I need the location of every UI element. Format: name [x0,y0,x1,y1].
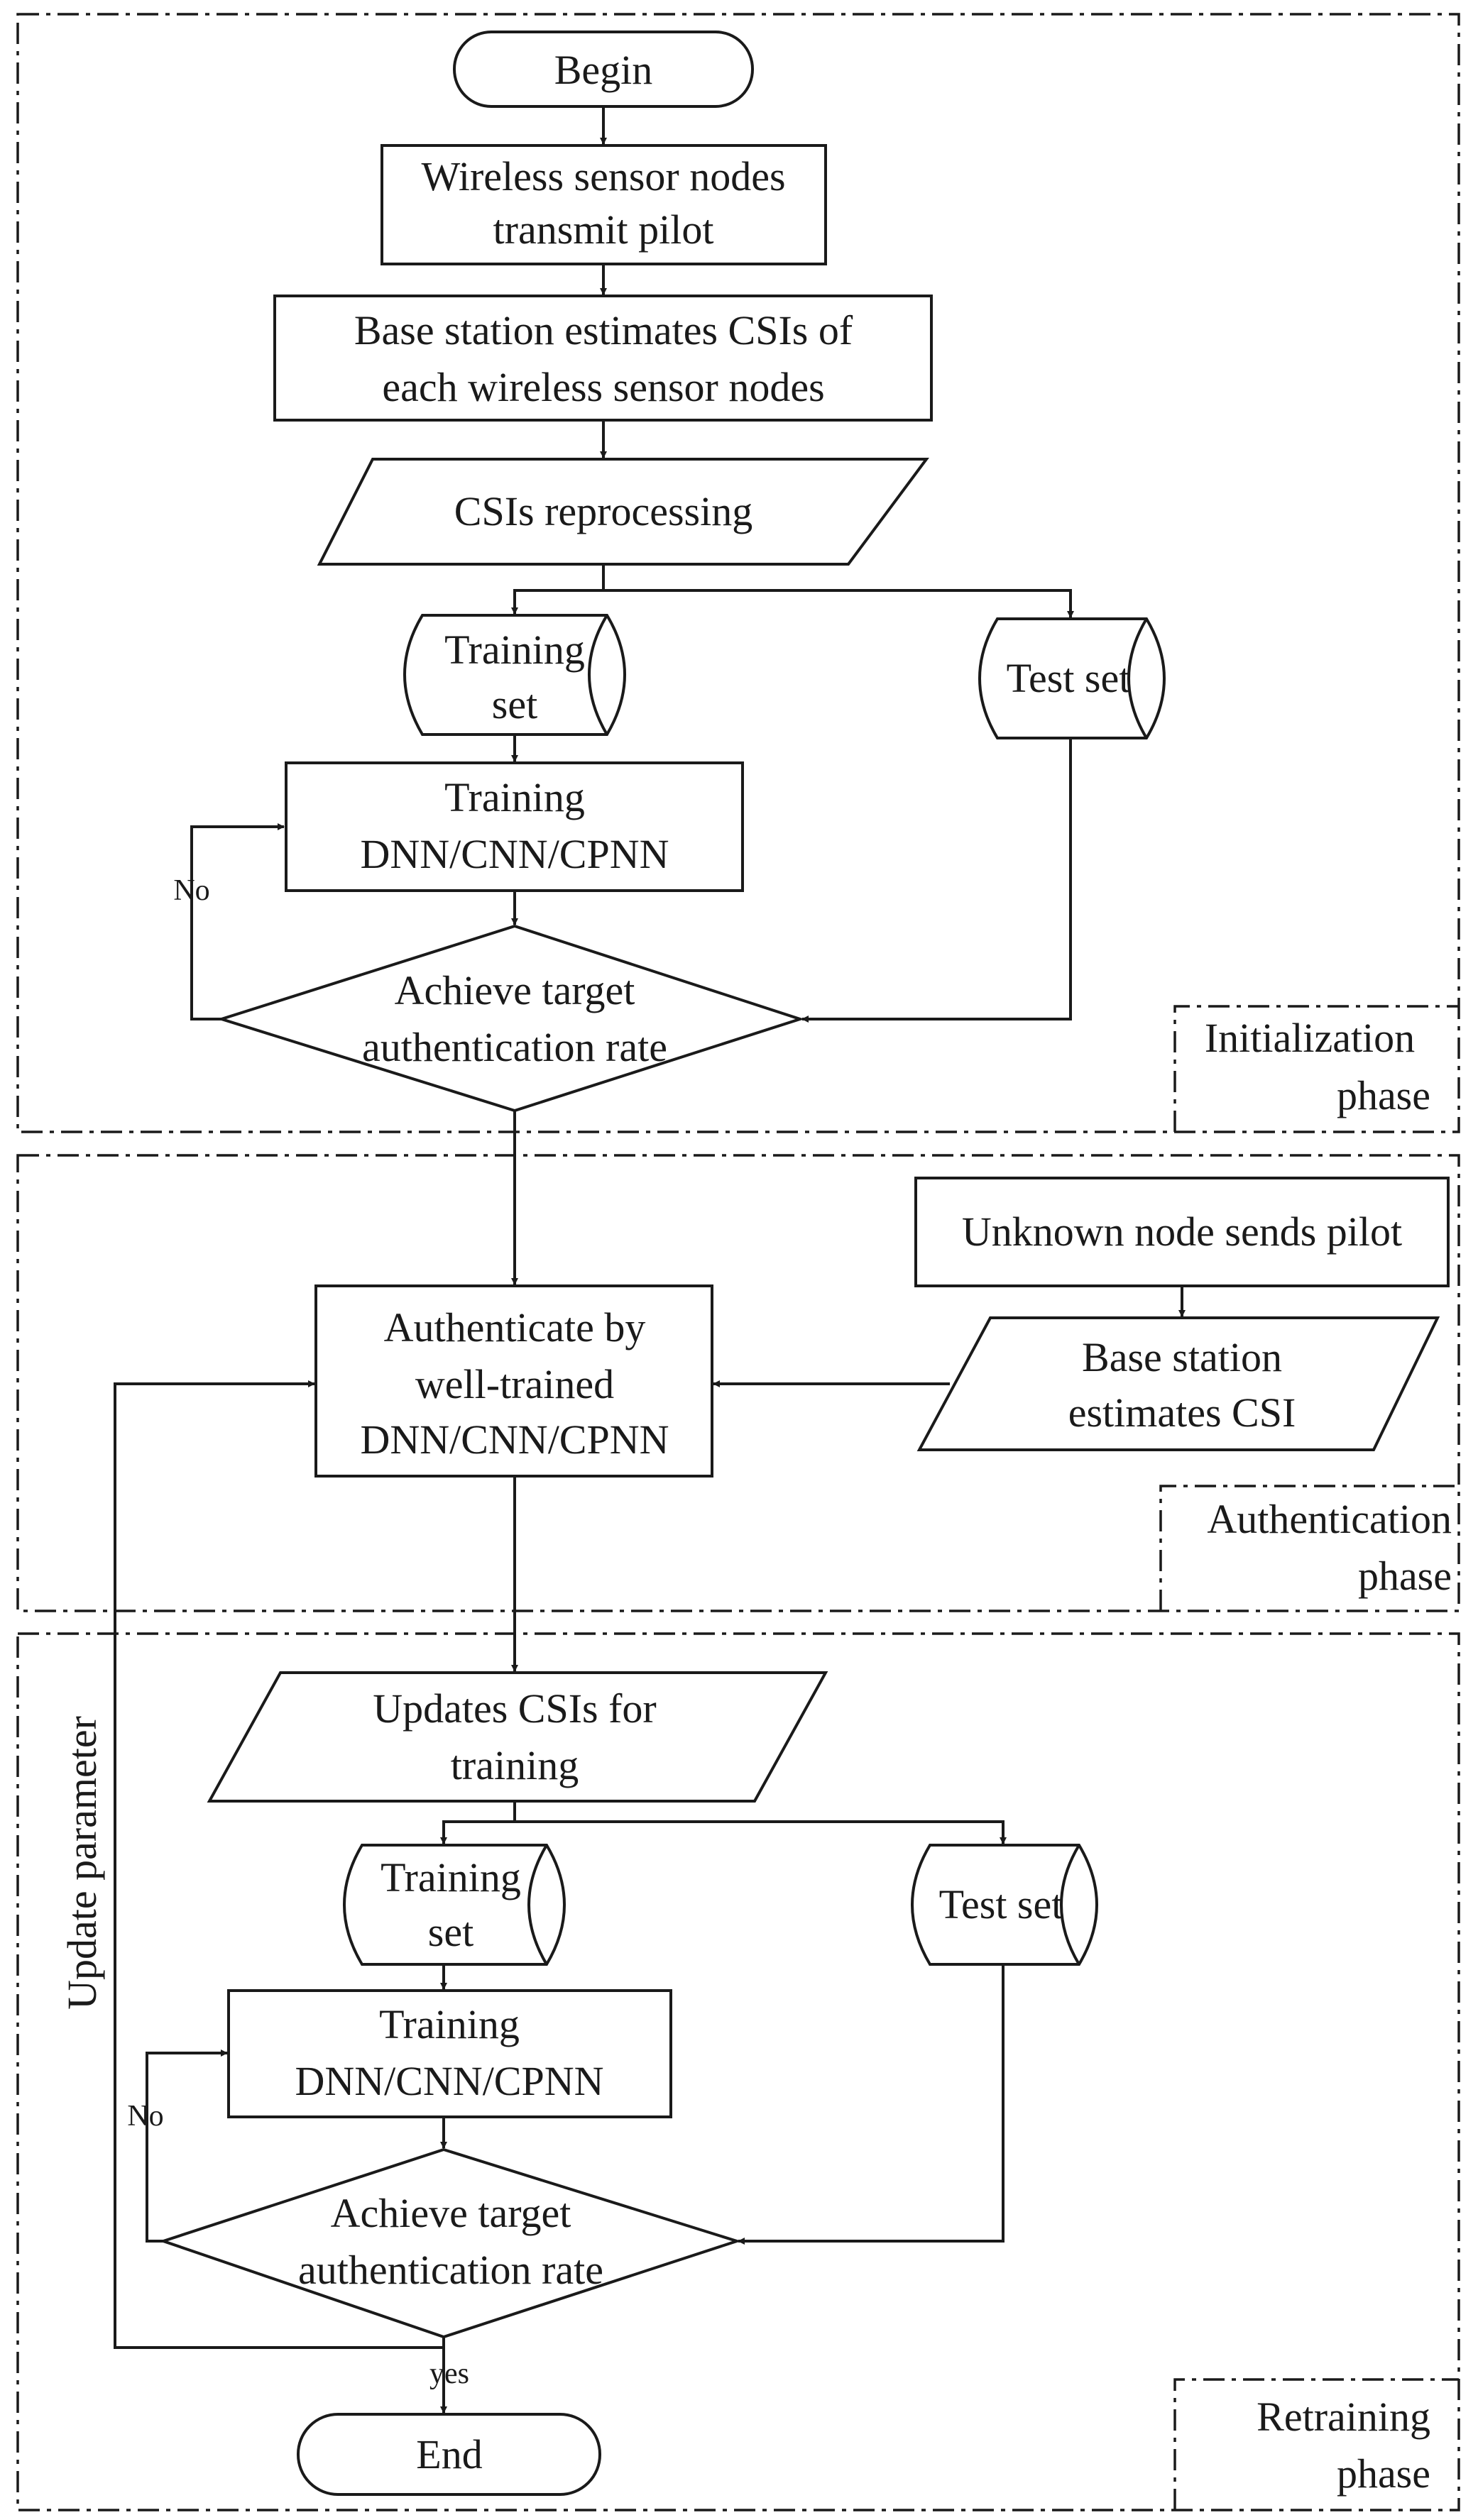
svg-text:CSIs reprocessing: CSIs reprocessing [454,488,752,534]
svg-text:Base station estimates CSIs of: Base station estimates CSIs of [354,307,853,353]
yes-label: yes [429,2357,469,2390]
svg-text:Authentication: Authentication [1207,1496,1452,1542]
unknown-node-process: Unknown node sends pilot [914,1177,1450,1287]
svg-text:Authenticate by: Authenticate by [384,1304,646,1350]
svg-text:DNN/CNN/CPNN: DNN/CNN/CPNN [295,2058,603,2104]
svg-text:Training: Training [379,2001,520,2047]
svg-text:well-trained: well-trained [415,1361,614,1407]
svg-text:Base station: Base station [1082,1334,1282,1380]
wireless-pilot-process: Wireless sensor nodes transmit pilot [381,144,827,265]
initialization-phase-label: Initialization phase [1173,1005,1459,1132]
training-set-storage-1: Training set [403,614,626,736]
connectors [114,106,1186,2414]
svg-text:authentication rate: authentication rate [362,1024,667,1070]
svg-text:Training: Training [444,627,585,673]
svg-text:Training: Training [444,774,585,820]
decision-2: Achieve target authentication rate [158,2147,742,2339]
bs-estimates-process: Base station estimates CSIs of each wire… [273,295,933,422]
svg-text:set: set [492,681,537,727]
svg-text:set: set [428,1909,473,1955]
svg-text:each wireless sensor nodes: each wireless sensor nodes [382,364,824,410]
svg-text:End: End [416,2431,482,2477]
authentication-phase-frame [16,1154,1460,1612]
svg-text:Achieve target: Achieve target [331,2190,571,2236]
update-parameter-label: Update parameter [59,1716,105,2010]
authenticate-process: Authenticate by well-trained DNN/CNN/CPN… [314,1284,713,1478]
svg-text:Test set: Test set [939,1881,1063,1927]
svg-text:Updates CSIs for: Updates CSIs for [373,1685,657,1732]
bs-estimate-csi-io: Base station estimates CSI [916,1316,1440,1451]
initialization-phase-frame [16,13,1460,1133]
svg-text:Retraining: Retraining [1257,2394,1430,2440]
svg-text:authentication rate: authentication rate [298,2247,603,2293]
authentication-phase-label: Authentication phase [1159,1485,1459,1611]
updates-csi-io: Updates CSIs for training [207,1671,828,1803]
retraining-phase-frame [16,1632,1460,2511]
svg-text:phase: phase [1358,1553,1452,1599]
decision-1: Achieve target authentication rate [217,924,805,1113]
retraining-phase-label: Retraining phase [1173,2378,1459,2510]
svg-text:DNN/CNN/CPNN: DNN/CNN/CPNN [360,1416,669,1463]
test-set-storage-1: Test set [978,617,1166,739]
no-label-2: No [127,2100,163,2133]
training-process-2: Training DNN/CNN/CPNN [227,1989,672,2118]
begin-terminator: Begin [453,31,754,108]
end-terminator: End [297,2413,601,2496]
svg-text:Begin: Begin [554,47,653,93]
training-set-storage-2: Training set [343,1844,566,1966]
svg-text:phase: phase [1337,2450,1430,2497]
svg-text:Initialization: Initialization [1205,1015,1415,1061]
svg-text:training: training [451,1742,579,1788]
no-label-1: No [173,874,209,907]
svg-text:Training: Training [381,1854,521,1900]
svg-text:DNN/CNN/CPNN: DNN/CNN/CPNN [360,831,669,877]
svg-text:Achieve target: Achieve target [395,967,635,1013]
training-process-1: Training DNN/CNN/CPNN [285,761,744,892]
csi-reprocessing-io: CSIs reprocessing [317,458,929,566]
test-set-storage-2: Test set [911,1844,1098,1966]
svg-text:Test set: Test set [1007,655,1131,701]
svg-text:estimates CSI: estimates CSI [1068,1390,1296,1436]
svg-text:phase: phase [1337,1072,1430,1118]
svg-text:Wireless sensor nodes: Wireless sensor nodes [421,153,785,199]
svg-text:Unknown node sends pilot: Unknown node sends pilot [962,1209,1402,1255]
svg-text:transmit pilot: transmit pilot [493,207,714,253]
